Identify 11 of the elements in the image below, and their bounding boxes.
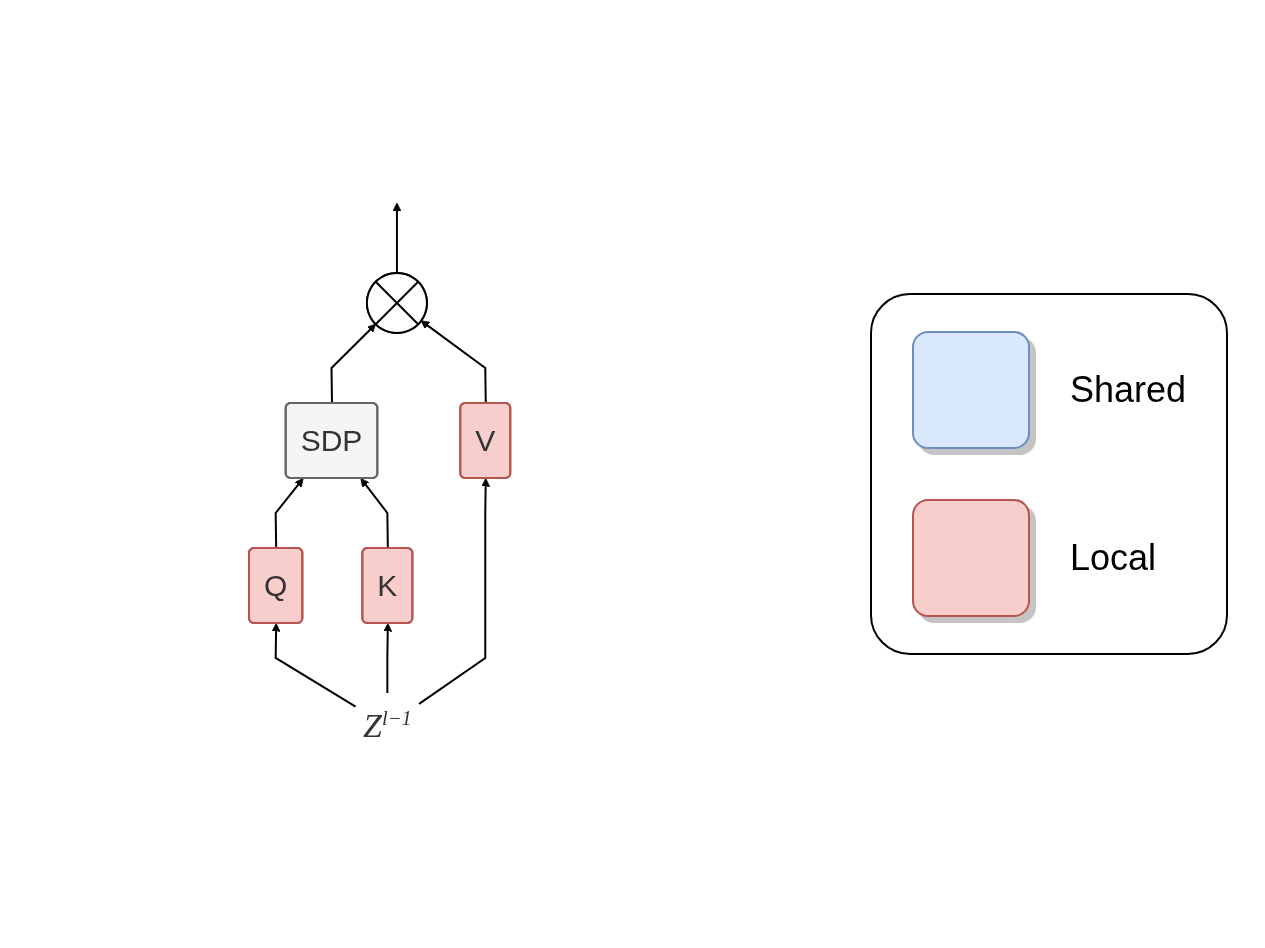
arrow [383, 623, 393, 694]
arrow [360, 478, 390, 550]
arrow [392, 202, 402, 274]
arrow [272, 623, 357, 708]
arrow [330, 323, 377, 405]
arrow [421, 320, 488, 405]
legend-label: Shared [1070, 369, 1187, 411]
legend-label: Local [1070, 537, 1157, 579]
node-text: Z$^{l−1}$ [363, 707, 412, 745]
arrow [275, 478, 304, 550]
arrow [418, 478, 491, 705]
